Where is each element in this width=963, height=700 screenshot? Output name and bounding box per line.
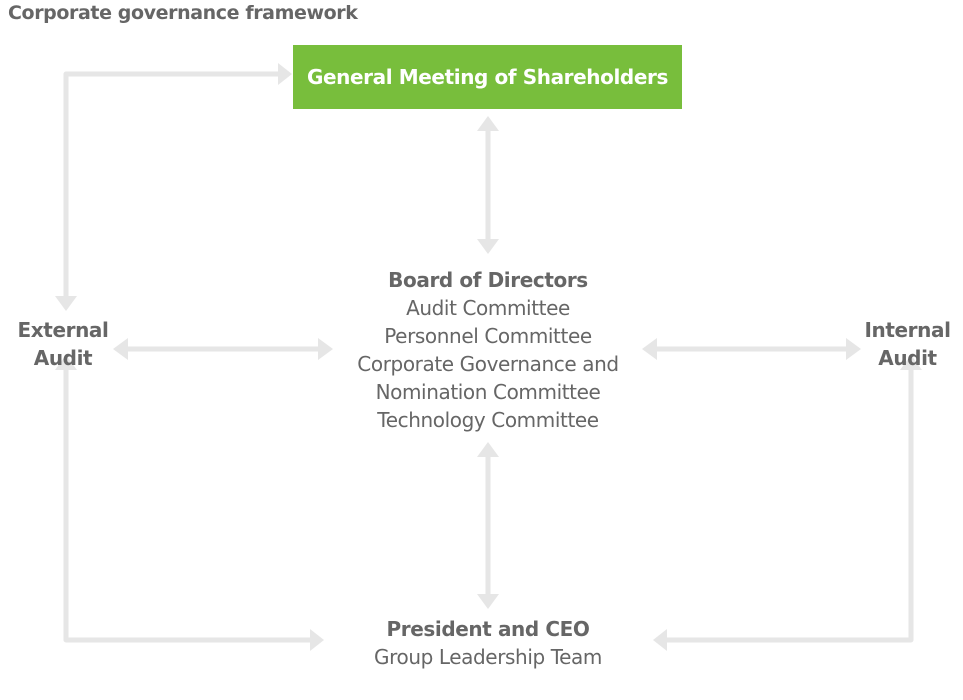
group-leadership-team: Group Leadership Team — [374, 645, 602, 669]
internal-audit-line2: Audit — [878, 346, 937, 370]
committee-audit: Audit Committee — [406, 296, 570, 320]
ceo-heading: President and CEO — [386, 617, 590, 641]
general-meeting-label: General Meeting of Shareholders — [307, 65, 668, 89]
general-meeting-box: General Meeting of Shareholders — [293, 45, 682, 109]
arrow-internal-to-ceo — [662, 364, 914, 643]
external-audit-line1: External — [17, 318, 109, 342]
president-ceo-node: President and CEO Group Leadership Team — [338, 615, 638, 671]
committee-governance-line2: Nomination Committee — [375, 380, 601, 404]
external-audit-line2: Audit — [33, 346, 93, 370]
arrow-external-to-ceo — [63, 364, 314, 643]
board-heading: Board of Directors — [388, 268, 588, 292]
internal-audit-node: Internal Audit — [852, 316, 963, 372]
committee-technology: Technology Committee — [377, 408, 599, 432]
committee-governance-line1: Corporate Governance and — [357, 352, 619, 376]
diagram-title: Corporate governance framework — [8, 2, 358, 24]
internal-audit-line1: Internal — [864, 318, 951, 342]
external-audit-node: External Audit — [4, 316, 122, 372]
committee-personnel: Personnel Committee — [384, 324, 592, 348]
board-of-directors-node: Board of Directors Audit Committee Perso… — [313, 266, 663, 434]
arrow-external-to-gm — [63, 71, 282, 300]
